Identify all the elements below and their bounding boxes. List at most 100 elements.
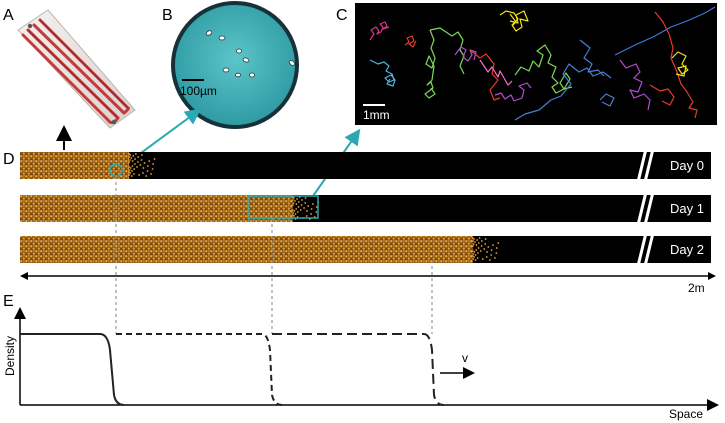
front-cell bbox=[497, 242, 500, 244]
front-cell bbox=[474, 259, 477, 261]
highlight-box bbox=[247, 195, 319, 219]
front-cell bbox=[484, 243, 487, 245]
front-cell bbox=[145, 175, 148, 177]
front-cell bbox=[472, 255, 474, 257]
front-cell bbox=[142, 172, 144, 174]
front-cell bbox=[475, 249, 478, 251]
break-mark bbox=[636, 148, 648, 183]
front-cell bbox=[137, 156, 140, 158]
front-cell bbox=[472, 240, 474, 242]
front-cell bbox=[152, 163, 155, 165]
channel-day-0: Day 0 bbox=[20, 148, 711, 183]
front-cell bbox=[292, 204, 294, 206]
front-cell bbox=[304, 202, 307, 204]
front-cell bbox=[476, 239, 478, 241]
panel-label-c: C bbox=[336, 7, 348, 24]
front-cell bbox=[147, 165, 149, 167]
front-cell bbox=[128, 166, 131, 168]
front-cell bbox=[310, 208, 313, 210]
front-cell bbox=[140, 159, 143, 161]
front-cell bbox=[128, 171, 131, 173]
front-cell bbox=[472, 245, 474, 247]
front-cell bbox=[135, 153, 137, 155]
front-cell bbox=[494, 257, 496, 259]
front-cell bbox=[477, 247, 480, 249]
front-cell bbox=[472, 250, 474, 252]
channel-day-2: Day 2 bbox=[20, 232, 711, 267]
front-cell bbox=[300, 204, 303, 206]
front-cell bbox=[486, 251, 488, 253]
front-cell bbox=[490, 249, 493, 251]
front-cell bbox=[487, 246, 490, 248]
front-cell bbox=[315, 211, 318, 213]
front-cell bbox=[495, 247, 498, 249]
break-mark bbox=[636, 232, 648, 267]
front-cell bbox=[472, 253, 475, 255]
front-cell bbox=[307, 205, 310, 207]
front-cell bbox=[474, 254, 477, 256]
front-cell bbox=[136, 166, 138, 168]
break-mark bbox=[643, 191, 655, 226]
channels: Day 0 Day 1 Day 2 bbox=[20, 148, 711, 267]
front-cell bbox=[293, 197, 295, 199]
front-cell bbox=[477, 242, 480, 244]
front-cell bbox=[310, 213, 312, 215]
x-axis-label: Space bbox=[669, 407, 703, 421]
front-cell bbox=[139, 164, 142, 166]
front-cell bbox=[306, 210, 308, 212]
front-cell bbox=[138, 174, 141, 176]
bacteria-population bbox=[20, 236, 473, 263]
panel-b: B 100µm bbox=[162, 1, 299, 129]
front-cell bbox=[299, 209, 302, 211]
front-cell bbox=[148, 160, 151, 162]
guide-lines bbox=[115, 176, 433, 334]
front-cell bbox=[473, 256, 475, 258]
front-cell bbox=[128, 153, 131, 155]
day-label: Day 2 bbox=[670, 242, 704, 257]
break-mark bbox=[643, 232, 655, 267]
channel-background bbox=[20, 152, 711, 179]
front-cell bbox=[483, 248, 486, 250]
front-cell bbox=[476, 257, 479, 259]
front-cell bbox=[492, 244, 494, 246]
front-cell bbox=[151, 168, 154, 170]
front-cell bbox=[146, 170, 149, 172]
density-curve-day1 bbox=[116, 333, 283, 406]
front-cell bbox=[133, 168, 136, 170]
front-cell bbox=[485, 256, 488, 258]
panel-label-a: A bbox=[3, 7, 14, 24]
front-cell bbox=[129, 159, 131, 161]
front-cell bbox=[129, 154, 132, 156]
front-cell bbox=[291, 214, 294, 216]
front-cell bbox=[293, 215, 295, 217]
front-cell bbox=[305, 215, 308, 217]
break-mark bbox=[643, 148, 655, 183]
front-cell bbox=[295, 203, 298, 205]
front-cell bbox=[475, 244, 478, 246]
front-cell bbox=[293, 210, 296, 212]
chip-image bbox=[17, 9, 136, 129]
front-cell bbox=[130, 157, 133, 159]
front-cell bbox=[143, 162, 146, 164]
day-label: Day 1 bbox=[670, 201, 704, 216]
panel-e: E Density Space v bbox=[3, 293, 719, 421]
density-curve-day0 bbox=[20, 333, 125, 406]
front-cell bbox=[137, 161, 139, 163]
front-cell bbox=[128, 161, 131, 163]
panel-a: A bbox=[3, 7, 136, 129]
density-curve-day2 bbox=[272, 333, 445, 406]
length-arrow-right-head bbox=[708, 272, 716, 280]
front-cell bbox=[490, 254, 493, 256]
cells bbox=[205, 30, 296, 78]
panel-label-e: E bbox=[3, 293, 14, 310]
microscope-dish bbox=[171, 1, 299, 129]
front-cell bbox=[128, 169, 131, 171]
front-cell bbox=[129, 167, 132, 169]
front-cell bbox=[141, 154, 143, 156]
scale-label-c: 1mm bbox=[363, 108, 390, 122]
front-cell bbox=[495, 252, 498, 254]
front-cell bbox=[303, 207, 305, 209]
front-cell bbox=[474, 241, 476, 243]
front-cell bbox=[292, 212, 295, 214]
